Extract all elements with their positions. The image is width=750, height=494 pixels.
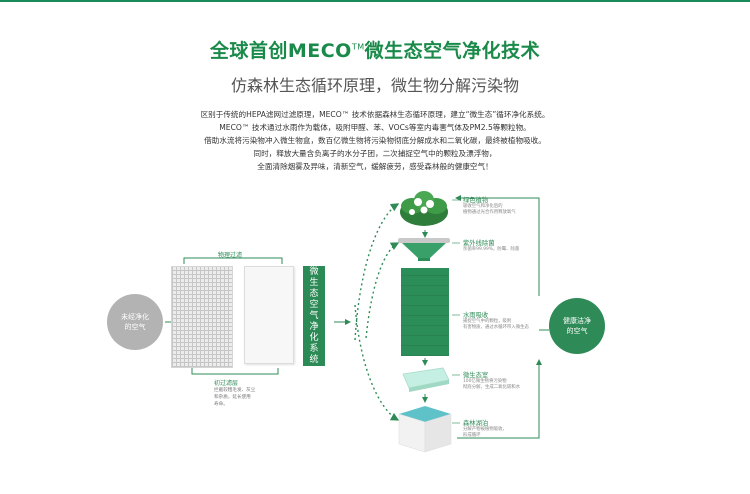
page-subtitle: 仿森林生态循环原理，微生物分解污染物 <box>230 76 519 95</box>
step-uv-title: 紫外线除菌 <box>463 240 495 247</box>
step-micro-ecology-note: 100亿微生物将污染物彻底分解，生成二氧化碳和水 <box>463 379 521 390</box>
step-micro-ecology-title: 微生态室 <box>463 372 489 379</box>
top-border-line <box>0 0 750 2</box>
unpurified-air-circle: 未经净化的空气 <box>107 294 163 350</box>
physical-filter-label: 物理过滤 <box>218 252 243 259</box>
step-green-plant-title: 绿色植物 <box>463 197 489 204</box>
step-forest-lake-title: 森林湖泊 <box>463 420 489 427</box>
green-plant-icon <box>400 191 448 226</box>
description-line: 借助水流将污染物冲入微生物盒，数百亿微生物将污染物彻底分解成水和二氧化碳，最终被… <box>204 136 546 145</box>
description-block: 区别于传统的HEPA滤网过滤原理，MECO™ 技术依据森林生态循环原理，建立“微… <box>150 108 600 173</box>
clean-air-circle: 健康洁净的空气 <box>549 298 605 354</box>
primary-filter-image <box>244 266 294 364</box>
description-line: 同时，释放大量含负离子的水分子团，二次捕捉空气中的颗粒及漂浮物， <box>253 149 497 158</box>
step-water-absorb-title: 水雨吸收 <box>463 312 489 319</box>
uv-lamp-icon <box>398 238 450 261</box>
water-tank-image <box>401 268 449 356</box>
step-water-absorb-note: 捕捉空气中的颗粒，吸附有害物质，通过水循环带入微生态 <box>463 319 529 330</box>
page-title: 全球首创MECOTM微生态空气净化技术 <box>209 40 541 62</box>
primary-filter-label: 初过滤层 <box>214 380 239 387</box>
description-line: MECO™ 技术通过水雨作为载体，吸附甲醛、苯、VOCs等室内毒害气体及PM2.… <box>219 123 531 132</box>
step-green-plant-note: 吸收空气和净化后的植物通过光合作用释放氧气 <box>463 204 516 215</box>
description-line: 全面清除烟雾及异味，清新空气，缓解疲劳，感受森林般的健康空气！ <box>257 162 493 171</box>
description-line: 区别于传统的HEPA滤网过滤原理，MECO™ 技术依据森林生态循环原理，建立“微… <box>200 110 550 119</box>
hepa-filter-image <box>171 266 233 368</box>
step-uv-note: 杀菌率99.99%，防霉、除菌 <box>463 247 520 252</box>
primary-filter-note: 拦截较粗毛发、灰尘 和杂质，延长使用 寿命。 <box>214 388 256 407</box>
micro-ecology-tray-icon <box>402 367 450 392</box>
micro-ecology-system-box: 微生态空气净化系统 <box>303 266 325 366</box>
step-forest-lake-note: 分解产物被植物吸收，形成循环 <box>463 427 507 438</box>
forest-lake-cube-icon <box>398 406 452 453</box>
trademark-mark: TM <box>351 42 365 52</box>
